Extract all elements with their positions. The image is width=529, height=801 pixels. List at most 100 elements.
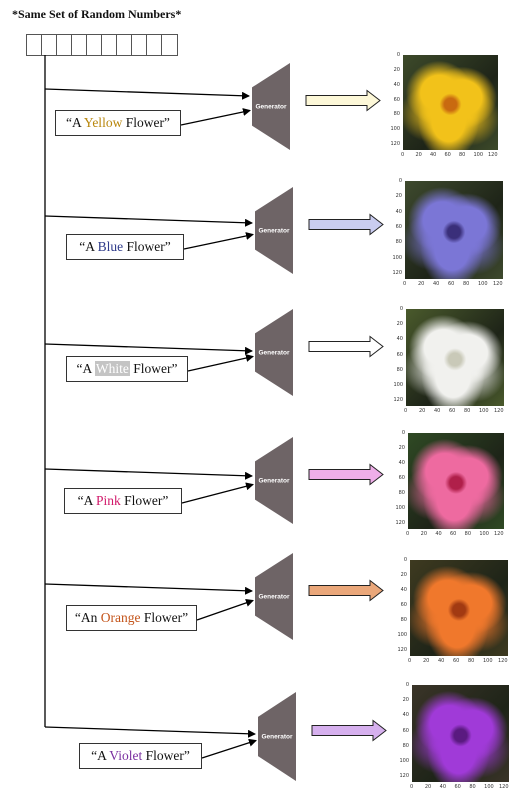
prompt-color-word: Yellow bbox=[83, 115, 123, 130]
noise-to-generator-arrow bbox=[44, 468, 253, 480]
x-tick-label: 60 bbox=[449, 408, 456, 414]
prompt-to-generator-arrow bbox=[180, 108, 251, 126]
prompt-suffix: Flower” bbox=[123, 239, 171, 254]
text-prompt-box: “A Blue Flower” bbox=[66, 234, 184, 260]
prompt-prefix: “A bbox=[76, 361, 95, 376]
x-tick-label: 0 bbox=[410, 784, 414, 790]
generator-block bbox=[255, 309, 293, 396]
text-prompt-box: “A Pink Flower” bbox=[64, 488, 182, 514]
y-tick-label: 80 bbox=[395, 239, 402, 246]
y-tick-label: 40 bbox=[396, 336, 403, 343]
generator-label: Generator bbox=[261, 734, 293, 741]
x-tick-label: 80 bbox=[459, 152, 466, 158]
x-tick-label: 60 bbox=[454, 784, 461, 790]
y-tick-label: 120 bbox=[395, 520, 405, 526]
prompt-color-word: Orange bbox=[100, 610, 141, 625]
x-tick-label: 40 bbox=[435, 531, 442, 537]
generated-flower-image bbox=[405, 181, 503, 279]
y-tick-label: 120 bbox=[390, 141, 400, 147]
y-tick-label: 60 bbox=[402, 727, 409, 734]
x-tick-label: 100 bbox=[479, 408, 489, 414]
y-tick-label: 100 bbox=[397, 632, 407, 638]
prompt-prefix: “A bbox=[91, 748, 110, 763]
text-prompt-box: “A Violet Flower” bbox=[79, 743, 202, 769]
x-tick-label: 40 bbox=[434, 408, 441, 414]
x-tick-label: 40 bbox=[439, 784, 447, 790]
x-tick-label: 60 bbox=[444, 152, 451, 158]
noise-cell bbox=[102, 35, 117, 55]
x-tick-label: 0 bbox=[404, 408, 408, 414]
y-tick-label: 80 bbox=[396, 366, 403, 373]
y-tick-label: 20 bbox=[396, 321, 403, 328]
noise-to-generator-arrow bbox=[44, 215, 253, 227]
x-tick-label: 80 bbox=[464, 408, 471, 414]
y-tick-label: 40 bbox=[395, 208, 402, 215]
output-block-arrow bbox=[308, 579, 384, 602]
noise-to-generator-arrow bbox=[44, 726, 256, 738]
x-tick-label: 0 bbox=[403, 281, 407, 287]
noise-cell bbox=[27, 35, 42, 55]
x-tick-label: 100 bbox=[484, 784, 494, 790]
y-tick-label: 120 bbox=[397, 647, 407, 653]
text-prompt-box: “A Yellow Flower” bbox=[55, 110, 181, 136]
x-tick-label: 60 bbox=[453, 658, 460, 664]
generated-flower-image bbox=[403, 55, 498, 150]
noise-cell bbox=[87, 35, 102, 55]
prompt-suffix: Flower” bbox=[129, 361, 178, 376]
text-prompt-box: “A White Flower” bbox=[66, 356, 188, 382]
noise-to-generator-arrow bbox=[44, 343, 253, 355]
noise-cell bbox=[57, 35, 72, 55]
output-block-arrow bbox=[311, 719, 387, 742]
generator-block bbox=[255, 187, 293, 274]
x-tick-label: 20 bbox=[418, 281, 425, 287]
y-tick-label: 0 bbox=[401, 430, 405, 436]
y-tick-label: 100 bbox=[395, 505, 405, 511]
prompt-suffix: Flower” bbox=[122, 115, 170, 130]
y-tick-label: 40 bbox=[398, 460, 405, 466]
noise-cell bbox=[147, 35, 162, 55]
x-tick-label: 0 bbox=[401, 152, 405, 158]
generator-label: Generator bbox=[258, 350, 290, 357]
noise-to-generator-arrow bbox=[44, 88, 250, 100]
x-tick-label: 20 bbox=[420, 531, 428, 537]
prompt-to-generator-arrow bbox=[187, 354, 254, 372]
y-tick-label: 20 bbox=[402, 697, 409, 704]
generator-label: Generator bbox=[258, 594, 290, 601]
random-noise-vector bbox=[26, 34, 178, 56]
x-tick-label: 120 bbox=[488, 152, 498, 158]
generated-flower-image bbox=[410, 560, 508, 656]
y-tick-label: 120 bbox=[392, 270, 402, 276]
prompt-prefix: “An bbox=[74, 610, 101, 625]
prompt-color-word: Blue bbox=[97, 239, 124, 254]
y-tick-label: 0 bbox=[403, 557, 407, 563]
y-tick-label: 20 bbox=[395, 193, 402, 200]
prompt-color-word: White bbox=[94, 361, 130, 376]
y-tick-label: 0 bbox=[396, 52, 400, 58]
y-tick-label: 60 bbox=[398, 475, 405, 481]
y-tick-label: 60 bbox=[400, 602, 407, 608]
noise-cell bbox=[72, 35, 87, 55]
x-tick-label: 0 bbox=[408, 658, 412, 664]
x-tick-label: 20 bbox=[415, 152, 422, 158]
output-block-arrow bbox=[305, 89, 381, 112]
noise-cell bbox=[117, 35, 132, 55]
x-tick-label: 100 bbox=[479, 531, 489, 537]
y-tick-label: 40 bbox=[402, 712, 409, 719]
x-tick-label: 20 bbox=[423, 658, 430, 664]
x-tick-label: 120 bbox=[494, 408, 504, 414]
y-tick-label: 40 bbox=[400, 587, 407, 593]
prompt-to-generator-arrow bbox=[196, 599, 254, 621]
y-tick-label: 80 bbox=[402, 742, 409, 749]
generator-label: Generator bbox=[258, 478, 290, 485]
prompt-prefix: “A bbox=[79, 239, 98, 254]
x-tick-label: 40 bbox=[430, 152, 437, 158]
y-tick-label: 80 bbox=[398, 490, 405, 496]
y-tick-label: 0 bbox=[399, 306, 403, 312]
x-tick-label: 60 bbox=[448, 281, 455, 287]
y-tick-label: 80 bbox=[400, 617, 407, 623]
prompt-suffix: Flower” bbox=[140, 610, 189, 625]
